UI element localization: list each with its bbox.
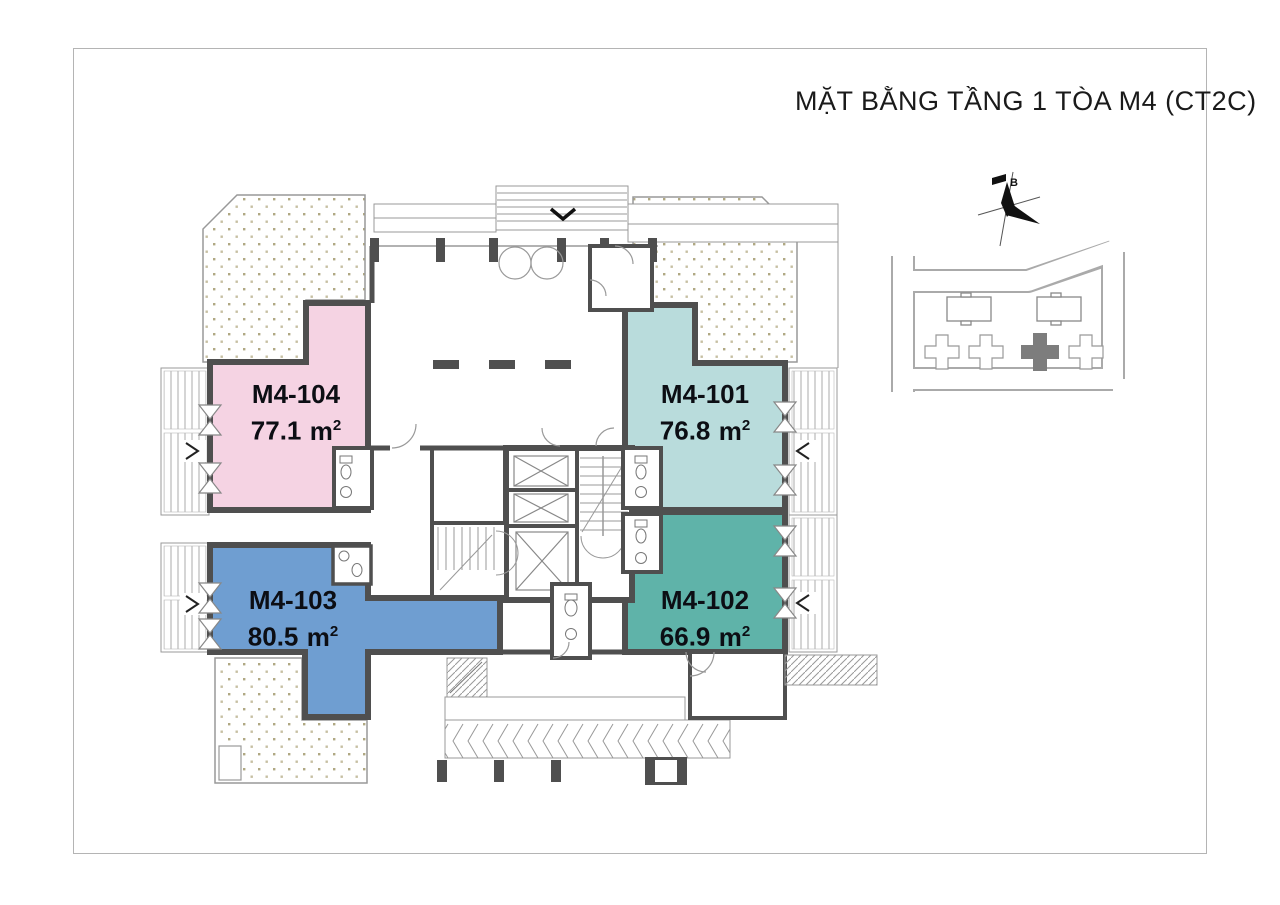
ramp-arrow-icon [185, 442, 200, 460]
wc-room [550, 582, 592, 660]
ramp-arrow-icon [795, 442, 810, 460]
apartment-id: M4-101 [660, 379, 750, 409]
toilet-icon [351, 563, 363, 577]
balcony-right-lower [788, 514, 838, 653]
entrance-steps [495, 185, 629, 231]
revolving-door [530, 246, 564, 280]
bathroom-m4-103 [331, 544, 373, 586]
balcony-left-lower [160, 542, 210, 653]
apartment-id: M4-104 [251, 379, 341, 409]
north-compass: B [977, 171, 1041, 247]
bottom-walkway [437, 650, 878, 785]
utility-room [688, 650, 787, 720]
entrance-arrow-icon [549, 207, 577, 222]
terrace-door [218, 745, 242, 781]
toilet-icon [340, 464, 352, 480]
sink-icon [635, 552, 647, 564]
toilet-icon [635, 528, 647, 544]
compass-wing-icon [1006, 202, 1040, 224]
apartment-m4-104-region[interactable] [207, 300, 371, 513]
elevator-core [503, 427, 635, 603]
corridor-south [500, 582, 707, 673]
bathroom-m4-104 [332, 446, 374, 510]
compass-north-label: B [1010, 177, 1018, 189]
site-building [924, 334, 1104, 370]
terrace-bottom-left [214, 657, 368, 784]
sink-icon [565, 628, 577, 640]
site-building-highlighted-m4[interactable] [1021, 333, 1059, 371]
side-ramp [784, 654, 878, 686]
site-building [946, 292, 1082, 326]
balcony-left-upper [160, 367, 210, 516]
bathroom-m4-102 [621, 512, 663, 574]
toilet-icon [635, 464, 647, 480]
canopy-left [373, 203, 497, 233]
ramp [446, 657, 488, 698]
sink-icon [340, 486, 352, 498]
bathroom-m4-101 [621, 446, 663, 510]
vestibule-room [588, 244, 654, 312]
secondary-staircase [430, 521, 519, 599]
ramp-arrow-icon [795, 594, 810, 612]
toilet-icon [564, 599, 578, 617]
plan-title: MẶT BẰNG TẦNG 1 TÒA M4 (CT2C) [795, 86, 1257, 116]
ramp-arrow-icon [185, 595, 200, 613]
sink-icon [338, 550, 350, 562]
balcony-right-upper [788, 367, 838, 516]
site-map [891, 240, 1125, 396]
apartment-id: M4-103 [248, 585, 338, 615]
sink-icon [635, 486, 647, 498]
apartment-id: M4-102 [660, 585, 750, 615]
elevator-icon [513, 455, 569, 591]
main-staircase [580, 456, 628, 559]
compass-flag-icon [992, 174, 1006, 185]
lobby [368, 238, 658, 525]
revolving-door [498, 246, 532, 280]
